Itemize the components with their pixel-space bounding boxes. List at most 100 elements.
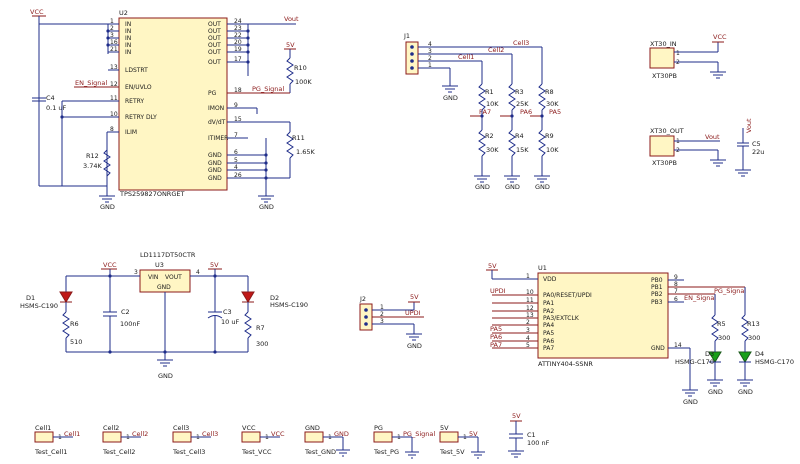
svg-text:R6: R6 [70, 320, 79, 328]
r7-resistor[interactable]: R7 300 [244, 311, 268, 348]
test-point-net: 5V [440, 424, 449, 432]
u3-regulator[interactable]: LD1117DT50CTR U3 VIN VOUT GND 3 4 [134, 251, 200, 293]
svg-text:VCC: VCC [103, 261, 117, 269]
r12-value: 3.74K [83, 162, 102, 170]
u1-pin-number: 8 [674, 281, 678, 288]
d4-led[interactable]: D4 HSMG-C170 GND [737, 341, 794, 396]
svg-text:C3: C3 [223, 308, 232, 316]
svg-text:5V: 5V [488, 262, 497, 270]
svg-text:10K: 10K [486, 100, 499, 108]
u2-pin-number: 3 [110, 32, 114, 39]
u1-pin-label: PB2 [651, 291, 663, 298]
divider-pa6[interactable]: R3 25K PA6 R4 15K GND [500, 83, 532, 191]
u2-pin-number: 11 [110, 95, 118, 102]
vout-net: Vout [227, 15, 299, 76]
svg-text:XT30_OUT: XT30_OUT [650, 127, 684, 135]
r5-resistor[interactable]: R5 300 [711, 314, 730, 342]
u2-pin-number: 21 [110, 46, 118, 53]
svg-text:U1: U1 [538, 264, 547, 272]
test-point-label: 5V [469, 430, 478, 438]
u2-pin-label: OUT [208, 21, 221, 28]
c3-capacitor[interactable]: C3 10 uF [207, 308, 239, 326]
svg-text:J2: J2 [359, 295, 366, 303]
u2-pin-label: OUT [208, 35, 221, 42]
cell-nets: Cell3 Cell2 Cell1 GND [418, 39, 543, 102]
svg-text:GND: GND [443, 94, 458, 102]
u2-pin-number: 12 [110, 81, 118, 88]
u2-pin-number: 7 [234, 132, 238, 139]
u2-pin-label: PG [208, 90, 217, 97]
u2-pin-number: 18 [234, 87, 242, 94]
u1-mcu[interactable]: U1 ATTINY404-SSNR VDD1PA0/RESET/UPDI10PA… [492, 264, 684, 368]
svg-text:PA7: PA7 [479, 108, 491, 116]
test-point-ref: Test_PG [373, 448, 399, 456]
svg-text:30K: 30K [546, 100, 559, 108]
xt30-out-connector[interactable]: XT30_OUT XT30PB 1 2 Vout [649, 127, 726, 167]
u2-pin-label: RETRY DLY [125, 114, 157, 121]
test-point-ref: Test_VCC [241, 448, 272, 456]
svg-text:VOUT: VOUT [165, 274, 182, 281]
u2-ref: U2 [119, 9, 128, 17]
divider-pa5[interactable]: R8 30K PA5 R9 10K GND [530, 83, 561, 191]
xt30-in-connector[interactable]: XT30_IN XT30PB 1 2 VCC [649, 33, 727, 80]
svg-text:R3: R3 [515, 88, 524, 96]
svg-text:1: 1 [380, 304, 384, 311]
r13-resistor[interactable]: R13 300 [741, 314, 760, 342]
u2-pin-label: OUT [208, 42, 221, 49]
u2-pin-number: 26 [234, 172, 242, 179]
u2-efuse[interactable]: U2 TPS259827ONRGET IN1IN2IN3IN16IN21LDST… [108, 9, 248, 198]
u1-pin-label: PA6 [543, 338, 554, 345]
c5-capacitor[interactable]: Vout C5 22u [735, 118, 764, 177]
u1-pin-number: 10 [526, 289, 534, 296]
svg-text:3: 3 [380, 318, 384, 325]
u2-pin-number: 8 [110, 126, 114, 133]
u1-pin-label: GND [651, 345, 665, 352]
u2-pin-number: 5 [234, 157, 238, 164]
u2-pin-label: IN [125, 35, 131, 42]
u2-pin-label: GND [208, 167, 222, 174]
test-point-label: Cell1 [64, 430, 80, 438]
u2-pin-label: OUT [208, 59, 221, 66]
svg-text:300: 300 [718, 334, 730, 342]
c4-ref: C4 [46, 94, 55, 102]
r10-value: 100K [295, 78, 312, 86]
divider-pa7[interactable]: R1 10K PA7 R2 30K GND [470, 83, 499, 191]
d3-led[interactable]: D3 HSMG-C170 GND [675, 341, 723, 396]
r10-resistor[interactable]: 5V R10 100K PG_Signal [227, 41, 312, 94]
j1-connector[interactable]: J1 4 3 2 1 [403, 32, 432, 75]
c1-capacitor[interactable]: 5V C1 100 nF [508, 412, 550, 458]
u1-pin-number: 1 [526, 273, 530, 280]
u1-pin-number: 14 [674, 342, 682, 349]
u1-pin-label: PB3 [651, 299, 663, 306]
r6-resistor[interactable]: R6 510 [62, 311, 82, 346]
svg-text:100nF: 100nF [120, 320, 141, 328]
u2-pin-label: IMON [208, 105, 224, 112]
u2-pin-label: RETRY [125, 98, 144, 105]
c2-capacitor[interactable]: C2 100nF [103, 308, 141, 328]
j2-updi-header[interactable]: J2 1 2 3 5V UPDI GND [359, 293, 424, 350]
u2-pin-number: 15 [234, 116, 242, 123]
svg-text:30K: 30K [486, 146, 499, 154]
u1-pin-number: 13 [526, 312, 534, 319]
u1-pin-label: PA7 [543, 345, 554, 352]
d1-led[interactable]: D1 HSMS-C190 [20, 291, 73, 312]
r11-resistor[interactable]: R11 1.65K GND [227, 107, 315, 211]
r12-resistor[interactable]: R12 3.74K [83, 149, 111, 177]
svg-text:UPDI: UPDI [490, 287, 506, 295]
svg-text:R5: R5 [717, 320, 726, 328]
en-signal-label: EN_Signal [75, 79, 107, 87]
svg-text:EN_Signal: EN_Signal [684, 294, 716, 302]
u2-body[interactable] [118, 17, 228, 191]
test-point-net: PG [374, 424, 383, 432]
svg-text:D2: D2 [270, 294, 279, 302]
d2-led[interactable]: D2 HSMS-C190 [241, 291, 308, 312]
c4-capacitor[interactable]: C4 0.1 uF [32, 94, 67, 112]
svg-text:U3: U3 [155, 261, 164, 269]
